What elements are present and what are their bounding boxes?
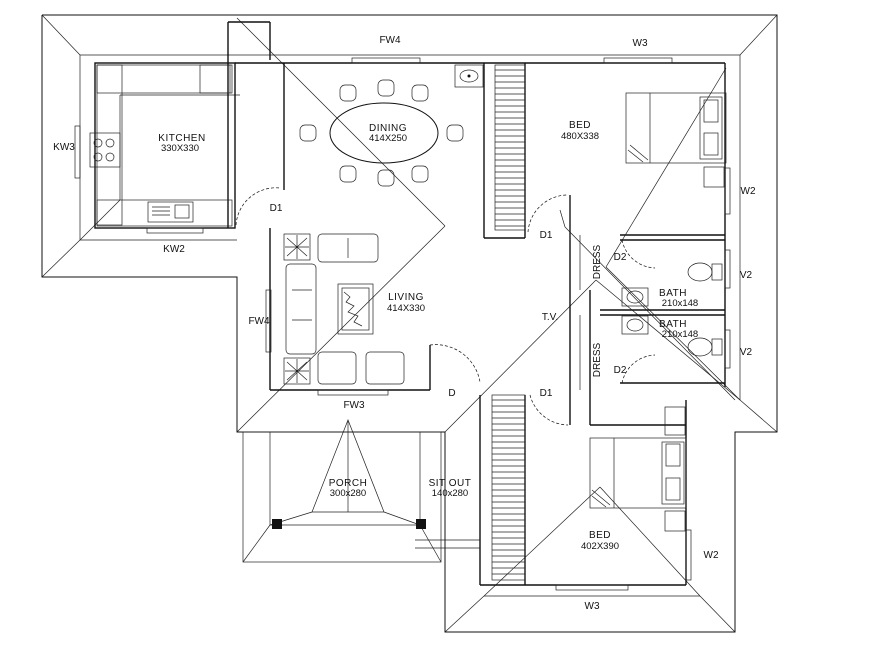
windows — [74, 57, 731, 591]
bath1-name: BATH — [659, 288, 687, 299]
door-label-d1-bed2: D1 — [540, 388, 553, 399]
plant-icon — [283, 233, 311, 385]
dining-table — [299, 79, 464, 187]
dining-chair — [339, 84, 357, 102]
bath2-name: BATH — [659, 319, 687, 330]
sofa-set — [285, 233, 405, 385]
kitchen-name: KITCHEN — [158, 133, 205, 144]
door-label-d1-bed1: D1 — [540, 230, 553, 241]
bed-upper — [625, 92, 727, 164]
vent-label-a: V2 — [740, 270, 753, 281]
living-size: 414X330 — [387, 303, 425, 314]
bath2-size: 210x148 — [662, 329, 698, 340]
bath1-size: 210x148 — [662, 298, 698, 309]
dress-label-a: DRESS — [592, 244, 603, 279]
window-label-fw4-left: FW4 — [248, 316, 270, 327]
dining-chair — [377, 169, 395, 187]
porch-size: 300x280 — [330, 488, 366, 499]
bed-lower — [589, 437, 687, 509]
window-label-w2-bed1: W2 — [741, 186, 756, 197]
door-label-d2-b: D2 — [614, 365, 627, 376]
bed1-size: 480X338 — [561, 131, 599, 142]
door-label-d-main: D — [448, 388, 455, 399]
window-label-w3-bottom: W3 — [585, 601, 600, 612]
bed1-name: BED — [569, 120, 591, 131]
kitchen-sink-icon — [147, 201, 194, 223]
stove-icon — [89, 132, 121, 168]
dining-chair — [377, 79, 395, 97]
wash-basin-icon — [454, 64, 484, 88]
porch-area — [242, 419, 480, 563]
window-label-w2-bed2: W2 — [704, 550, 719, 561]
door-label-d2-a: D2 — [614, 252, 627, 263]
bed2-name: BED — [589, 530, 611, 541]
vent-label-b: V2 — [740, 347, 753, 358]
opening-labels: FW4 W3 KW3 KW2 FW4 FW3 W2 V2 V2 W2 W3 D1… — [53, 35, 756, 612]
sitout-name: SIT OUT — [429, 478, 472, 489]
living-name: LIVING — [388, 292, 424, 303]
staircase-upper — [494, 64, 526, 231]
room-labels: KITCHEN 330X330 DINING 414X250 LIVING 41… — [158, 120, 698, 552]
window-label-kw2: KW2 — [163, 244, 185, 255]
staircase-lower — [491, 394, 526, 581]
sitout-size: 140x280 — [432, 488, 468, 499]
bath-basin-icon — [621, 287, 649, 335]
dress-label-b: DRESS — [592, 342, 603, 377]
dining-name: DINING — [369, 123, 407, 134]
dining-chair — [411, 84, 429, 102]
tv-label: T.V. — [542, 312, 558, 323]
porch-name: PORCH — [329, 478, 368, 489]
window-label-fw4-top: FW4 — [379, 35, 401, 46]
window-label-w3-top: W3 — [633, 38, 648, 49]
window-label-fw3: FW3 — [343, 400, 365, 411]
toilet-icon — [687, 262, 723, 357]
door-swings — [235, 187, 656, 426]
window-label-kw3: KW3 — [53, 142, 75, 153]
bed2-size: 402X390 — [581, 541, 619, 552]
dining-size: 414X250 — [369, 133, 407, 144]
kitchen-counter — [96, 64, 233, 227]
bedside-tables — [664, 166, 725, 532]
dining-chair — [299, 124, 317, 142]
kitchen-size: 330X330 — [161, 143, 199, 154]
dining-chair — [339, 165, 357, 183]
door-label-d1-kitchen: D1 — [270, 203, 283, 214]
dining-chair — [411, 165, 429, 183]
dining-chair — [446, 124, 464, 142]
